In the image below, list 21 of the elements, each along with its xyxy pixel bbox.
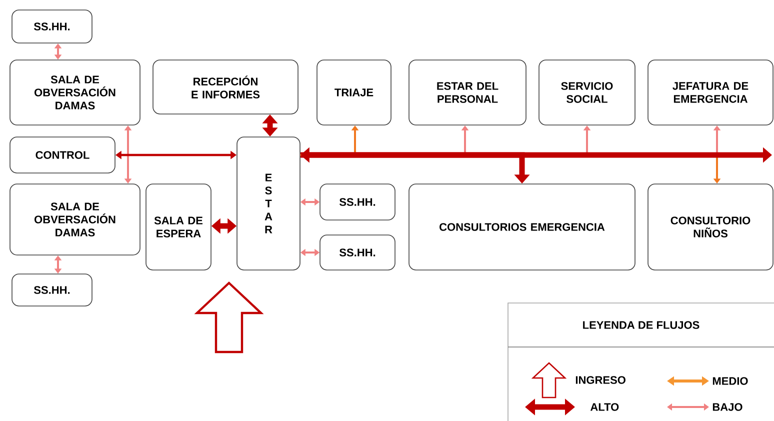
legend-label: BAJO xyxy=(712,403,742,411)
room-box: SALA DE OBVERSACIÓN DAMAS xyxy=(10,184,140,256)
room-box: RECEPCIÓN E INFORMES xyxy=(152,60,298,114)
legend-label: INGRESO xyxy=(576,376,626,384)
legend-label: MEDIO xyxy=(712,377,748,385)
room-box: CONSULTORIOS EMERGENCIA xyxy=(408,184,636,270)
room-box: SS.HH. xyxy=(12,274,92,306)
room-box: SS.HH. xyxy=(320,184,396,220)
room-box: JEFATURA DE EMERGENCIA xyxy=(648,60,774,126)
room-box: SALA DE ESPERA xyxy=(146,184,212,270)
room-box: SS.HH. xyxy=(320,234,396,270)
room-box: CONSULTORIO NIÑOS xyxy=(648,184,774,270)
room-box: SERVICIO SOCIAL xyxy=(538,60,636,126)
room-box: CONTROL xyxy=(10,136,116,174)
room-box: SS.HH. xyxy=(12,10,92,44)
legend-title: LEYENDA DE FLUJOS xyxy=(583,321,700,329)
room-box: E S T A R xyxy=(236,136,300,270)
legend-label: ALTO xyxy=(590,403,619,411)
room-box: TRIAJE xyxy=(316,60,392,126)
room-box: SALA DE OBVERSACIÓN DAMAS xyxy=(10,60,140,126)
room-box: ESTAR DEL PERSONAL xyxy=(408,60,526,126)
